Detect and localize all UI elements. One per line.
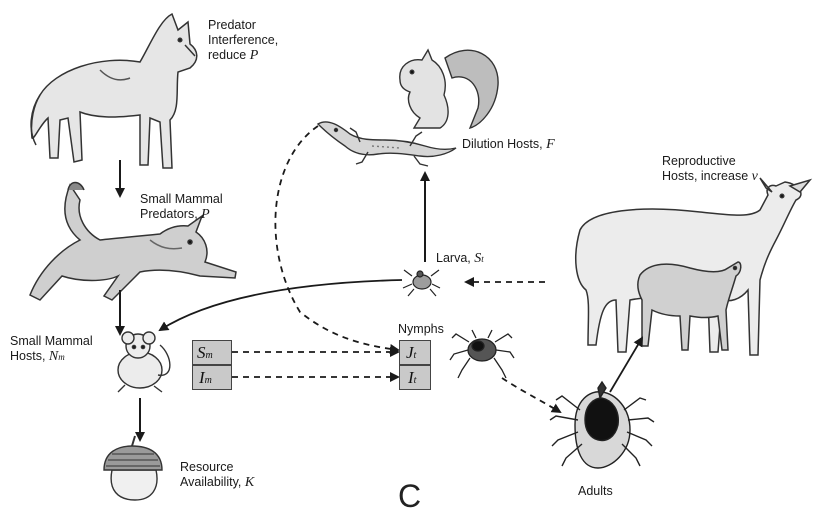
label-small-mammal-predators: Small Mammal Predators, P <box>140 192 223 222</box>
box-jt: Jt <box>399 340 431 365</box>
deer-illustration <box>575 177 813 356</box>
nymph-tick-illustration <box>449 329 515 379</box>
label-reproductive-hosts: Reproductive Hosts, increase v <box>662 154 758 184</box>
larva-to-mouse-arrow <box>158 279 403 332</box>
box-sm: Sm <box>192 340 232 365</box>
larva-tick-illustration <box>402 269 441 297</box>
coyote-illustration <box>30 12 198 169</box>
box-im: Im <box>192 365 232 390</box>
label-small-mammal-hosts: Small Mammal Hosts, Nm <box>10 334 93 364</box>
label-resource-availability: Resource Availability, K <box>180 460 255 490</box>
label-adults: Adults <box>578 484 613 498</box>
box-it: It <box>399 365 431 390</box>
label-dilution-hosts: Dilution Hosts, F <box>462 137 555 152</box>
nymph-to-adult-arrow <box>501 377 562 414</box>
adult-tick-illustration <box>549 380 655 469</box>
lizard-to-nymph-arrow <box>274 125 400 354</box>
label-predator-interference: Predator Interference, reduce P <box>208 18 279 63</box>
lizard-illustration <box>316 121 457 167</box>
label-larva: Larva, St <box>436 251 484 266</box>
squirrel-illustration <box>399 48 499 130</box>
acorn-illustration <box>103 435 163 501</box>
label-nymphs: Nymphs <box>398 322 444 336</box>
fox-illustration <box>29 181 237 301</box>
adult-to-deer-arrow <box>609 336 644 393</box>
panel-letter: C <box>398 478 422 514</box>
mouse-illustration <box>117 331 171 393</box>
